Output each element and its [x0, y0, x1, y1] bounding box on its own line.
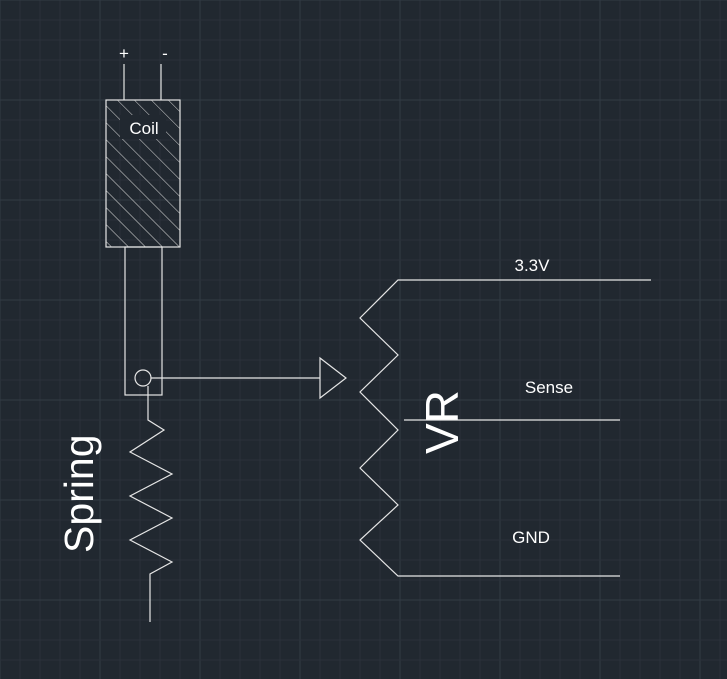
coil-minus-label: -: [162, 44, 168, 63]
coil-plus-label: +: [119, 44, 129, 63]
spring: [128, 386, 174, 622]
coil-label-backdrop: [120, 115, 166, 139]
coil-label: Coil: [129, 119, 158, 138]
spring-label: Spring: [56, 434, 102, 553]
vr-label: VR: [416, 390, 468, 454]
plunger-pivot: [134, 369, 152, 387]
supply-label: 3.3V: [515, 256, 551, 275]
sense-label: Sense: [525, 378, 573, 397]
variable-resistor: [359, 279, 651, 577]
plunger: [124, 246, 163, 396]
wiper-arrow: [319, 356, 347, 400]
ground-label: GND: [512, 528, 550, 547]
